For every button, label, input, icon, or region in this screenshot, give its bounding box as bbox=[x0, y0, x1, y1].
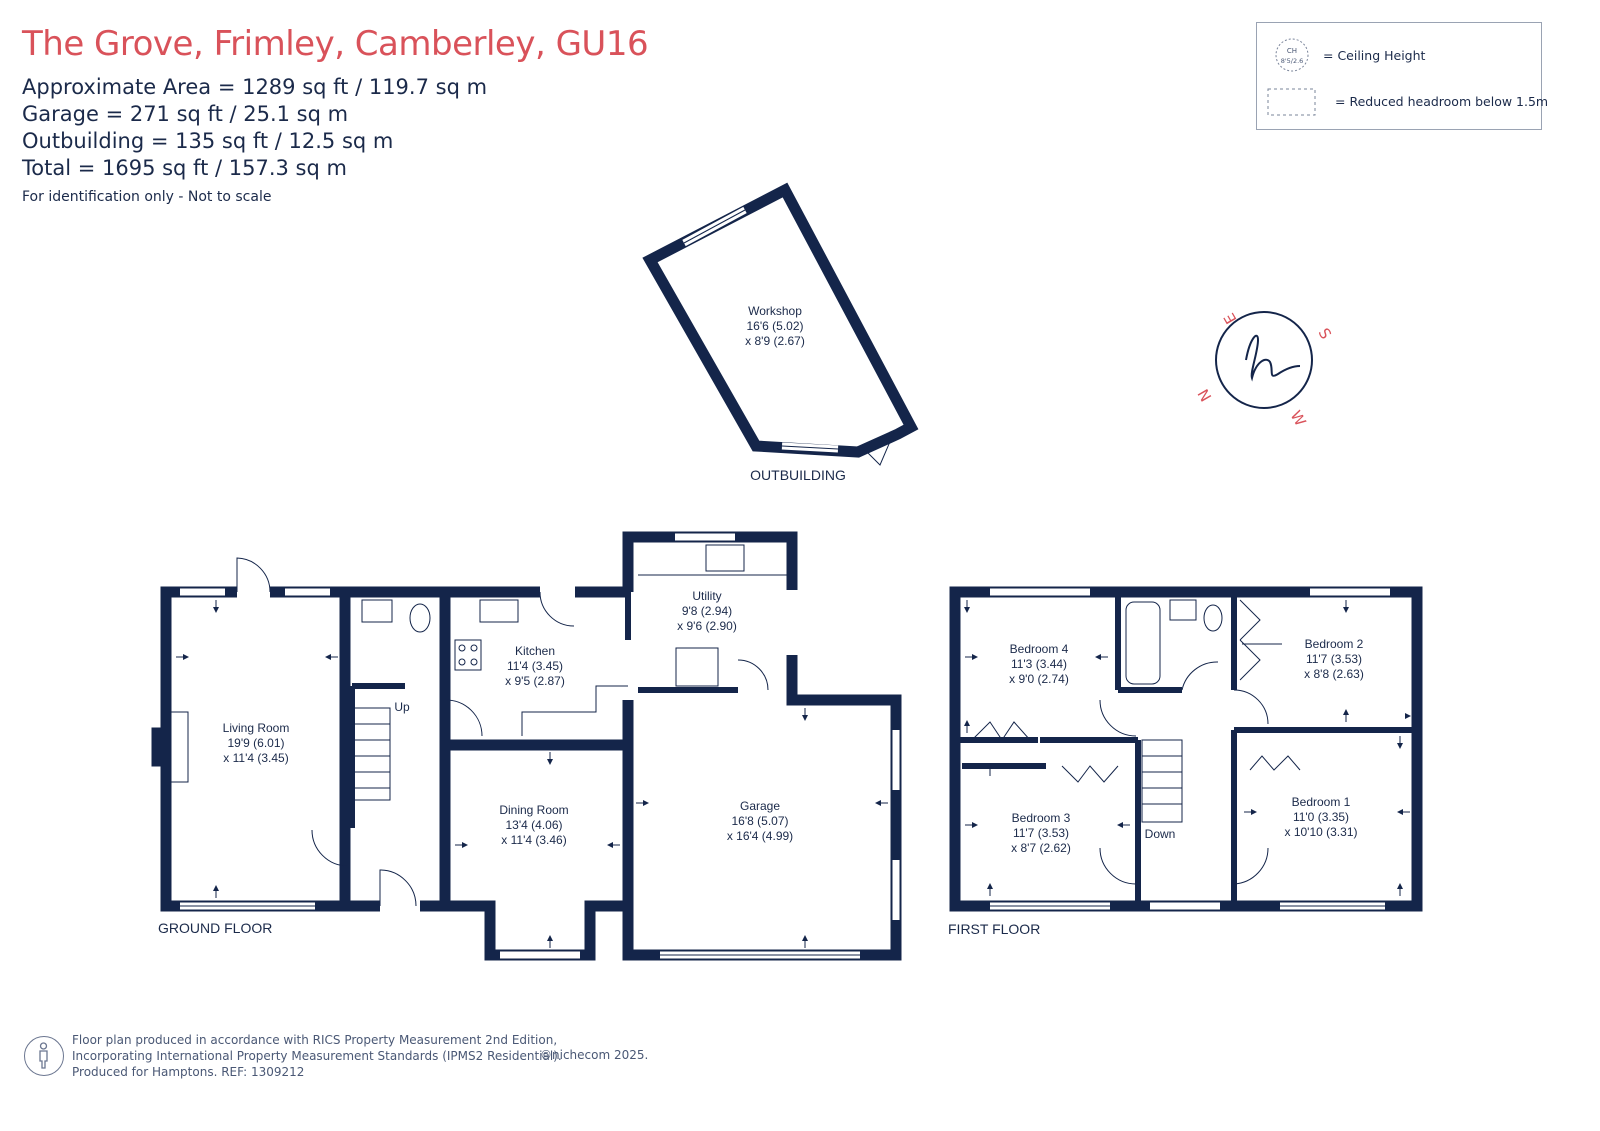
bedroom1-name: Bedroom 1 bbox=[1292, 795, 1351, 809]
kitchen-dim1: 11'4 (3.45) bbox=[507, 659, 563, 673]
utility-name: Utility bbox=[692, 589, 721, 603]
ceiling-height-label: = Ceiling Height bbox=[1323, 48, 1426, 63]
bedroom3-dim2: x 8'7 (2.62) bbox=[1011, 841, 1071, 855]
bedroom3-dim1: 11'7 (3.53) bbox=[1013, 826, 1069, 840]
bedroom4-name: Bedroom 4 bbox=[1010, 642, 1069, 656]
first-floor-label: FIRST FLOOR bbox=[948, 921, 1040, 937]
stairs-up-label: Up bbox=[394, 700, 410, 714]
utility-dim1: 9'8 (2.94) bbox=[682, 604, 732, 618]
kitchen-name: Kitchen bbox=[515, 644, 555, 658]
dining-room-name: Dining Room bbox=[499, 803, 568, 817]
ground-floor-label: GROUND FLOOR bbox=[158, 920, 272, 936]
footer-disclaimer: Floor plan produced in accordance with R… bbox=[72, 1032, 562, 1080]
scale-note: For identification only - Not to scale bbox=[22, 189, 272, 205]
workshop-name: Workshop bbox=[748, 304, 802, 318]
copyright: ©nichecom 2025. bbox=[540, 1048, 649, 1062]
stairs-down-label: Down bbox=[1145, 827, 1176, 841]
ceiling-symbol-line2: 8'5/2.6 bbox=[1281, 57, 1304, 65]
living-room-name: Living Room bbox=[223, 721, 290, 735]
bedroom2-dim2: x 8'8 (2.63) bbox=[1304, 667, 1364, 681]
bedroom4-dim2: x 9'0 (2.74) bbox=[1009, 672, 1069, 686]
dining-room-dim2: x 11'4 (3.46) bbox=[501, 833, 566, 847]
bedroom1-dim2: x 10'10 (3.31) bbox=[1284, 825, 1357, 839]
footer-line-3: Produced for Hamptons. REF: 1309212 bbox=[72, 1065, 305, 1079]
bedroom2-dim1: 11'7 (3.53) bbox=[1306, 652, 1362, 666]
legend-symbols: CH 8'5/2.6 bbox=[1267, 38, 1316, 116]
workshop-dim1: 16'6 (5.02) bbox=[747, 319, 804, 333]
info-person-icon bbox=[24, 1036, 64, 1076]
footer-line-2: Incorporating International Property Mea… bbox=[72, 1049, 562, 1063]
ground-arrows bbox=[176, 600, 888, 948]
outbuilding-label: OUTBUILDING bbox=[750, 467, 846, 483]
utility-dim2: x 9'6 (2.90) bbox=[677, 619, 737, 633]
reduced-headroom-symbol bbox=[1267, 88, 1316, 116]
legend-box: CH 8'5/2.6 = Ceiling Height = Reduced he… bbox=[1256, 22, 1548, 130]
ceiling-height-symbol bbox=[1275, 38, 1309, 72]
compass-south: S bbox=[1315, 325, 1335, 342]
garage-area: Garage = 271 sq ft / 25.1 sq m bbox=[22, 102, 349, 126]
outbuilding-area: Outbuilding = 135 sq ft / 12.5 sq m bbox=[22, 129, 394, 153]
garage-dim2: x 16'4 (4.99) bbox=[727, 829, 793, 843]
workshop-dim2: x 8'9 (2.67) bbox=[745, 334, 805, 348]
bedroom4-dim1: 11'3 (3.44) bbox=[1011, 657, 1067, 671]
outbuilding-plan bbox=[642, 182, 919, 466]
area-summary: Approximate Area = 1289 sq ft / 119.7 sq… bbox=[22, 74, 487, 182]
compass-icon: E S N W bbox=[1194, 310, 1335, 430]
garage-name: Garage bbox=[740, 799, 780, 813]
bedroom2-name: Bedroom 2 bbox=[1305, 637, 1364, 651]
bedroom1-dim1: 11'0 (3.35) bbox=[1293, 810, 1349, 824]
bedroom3-name: Bedroom 3 bbox=[1012, 811, 1071, 825]
compass-west: W bbox=[1287, 408, 1310, 430]
garage-dim1: 16'8 (5.07) bbox=[732, 814, 789, 828]
kitchen-dim2: x 9'5 (2.87) bbox=[505, 674, 565, 688]
footer-line-1: Floor plan produced in accordance with R… bbox=[72, 1033, 558, 1047]
ceiling-symbol-line1: CH bbox=[1287, 47, 1297, 55]
living-room-dim2: x 11'4 (3.45) bbox=[223, 751, 288, 765]
first-arrows bbox=[964, 600, 1410, 896]
compass-east: E bbox=[1220, 310, 1240, 327]
approx-area: Approximate Area = 1289 sq ft / 119.7 sq… bbox=[22, 75, 488, 99]
headroom-label: = Reduced headroom below 1.5m bbox=[1335, 94, 1549, 109]
dining-room-dim1: 13'4 (4.06) bbox=[506, 818, 563, 832]
compass-north: N bbox=[1194, 386, 1215, 405]
living-room-dim1: 19'9 (6.01) bbox=[228, 736, 285, 750]
total-area: Total = 1695 sq ft / 157.3 sq m bbox=[22, 156, 347, 180]
page-title: The Grove, Frimley, Camberley, GU16 bbox=[22, 24, 649, 64]
